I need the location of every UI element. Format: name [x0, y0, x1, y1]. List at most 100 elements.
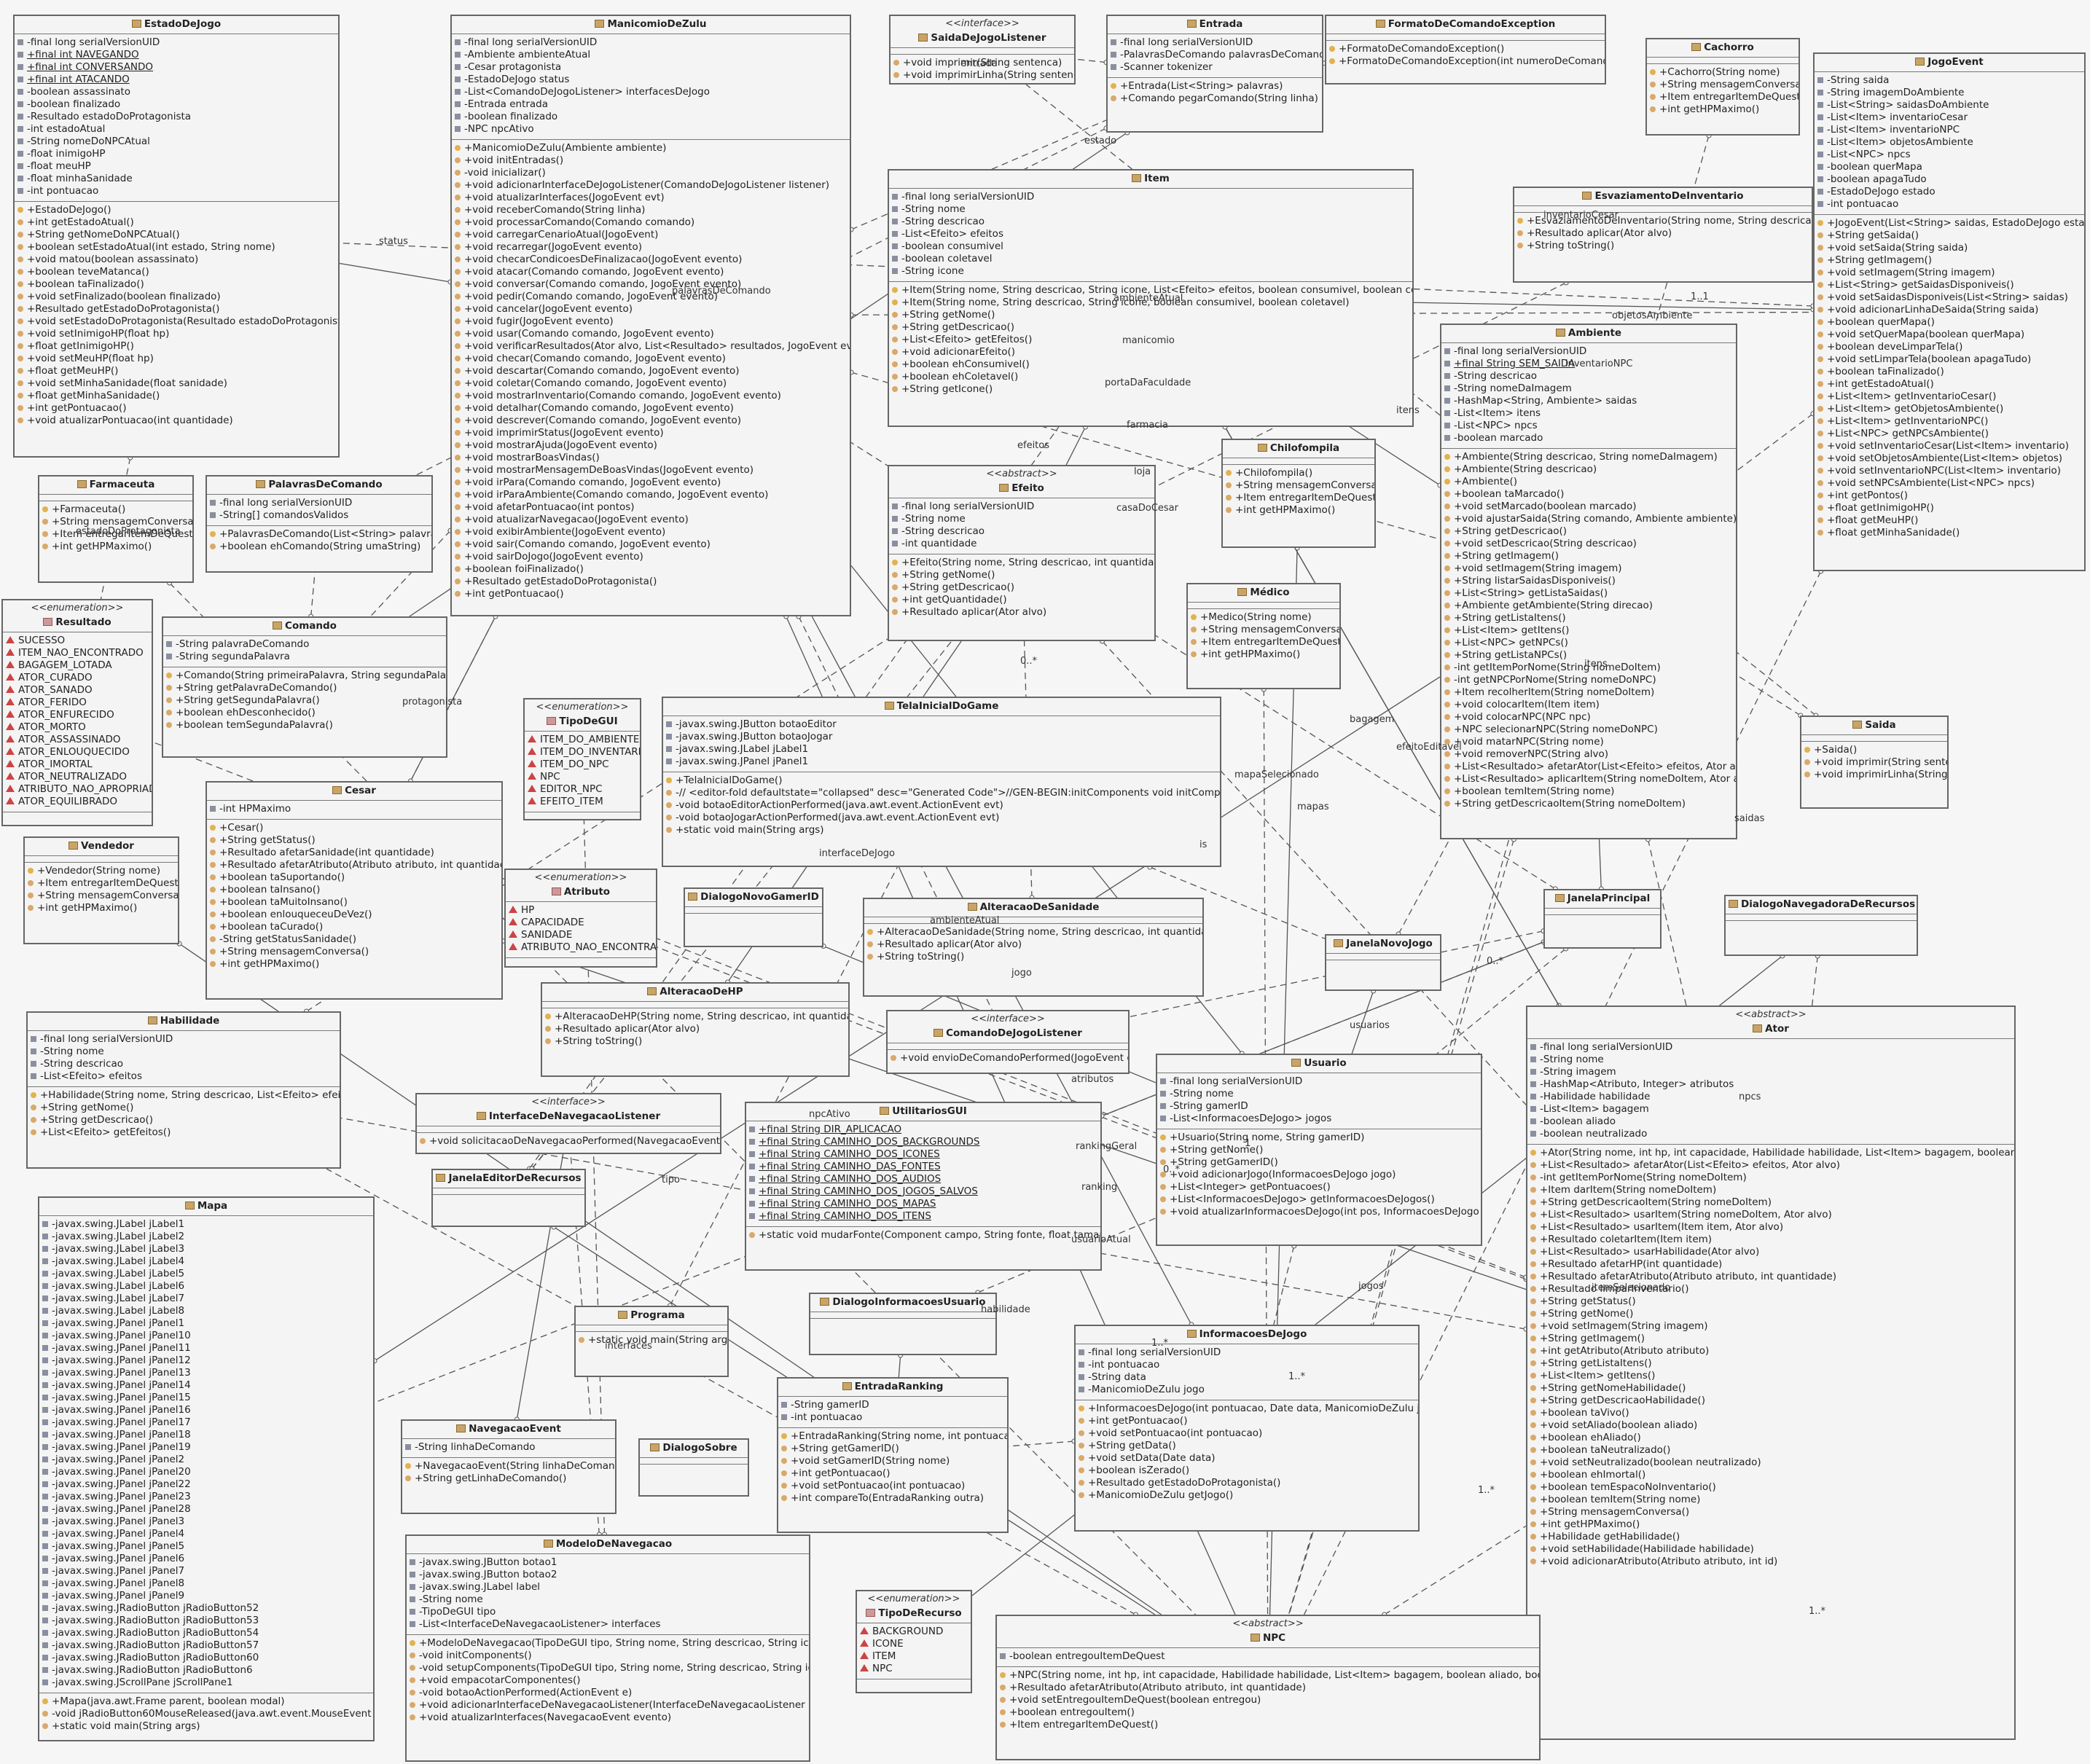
method-icon: [666, 790, 672, 796]
class-chilofompila[interactable]: Chilofompila+Chilofompila()+String mensa…: [1221, 439, 1376, 548]
class-informacoesdejogo[interactable]: InformacoesDeJogo-final long serialVersi…: [1074, 1325, 1420, 1532]
attribute-row: -int pontuacao: [1079, 1359, 1415, 1371]
class-palavrasdecomando[interactable]: PalavrasDeComando-final long serialVersi…: [206, 475, 433, 573]
class-saidadejogolistener[interactable]: <<interface>>SaidaDeJogoListener+void im…: [889, 15, 1076, 85]
method-icon: [666, 815, 672, 820]
member-text: -javax.swing.JPanel jPanel5: [52, 1540, 185, 1552]
class-entradaranking[interactable]: EntradaRanking-String gamerID-int pontua…: [777, 1377, 1009, 1533]
operations-compartment: +AlteracaoDeHP(String nome, String descr…: [542, 1008, 848, 1051]
field-icon: [42, 1543, 48, 1549]
operations-compartment: [810, 1319, 995, 1325]
operation-row: +String getImagem(): [1444, 550, 1733, 562]
field-icon: [17, 52, 23, 58]
member-text: +Ambiente(String descricao): [1454, 463, 1597, 475]
class-telainicialdogame[interactable]: TelaInicialDoGame-javax.swing.JButton bo…: [662, 697, 1221, 867]
class-esvaziamentodeinventario[interactable]: EsvaziamentoDeInventario+EsvaziamentoDeI…: [1513, 187, 1813, 283]
member-text: +void setInimigoHP(float hp): [27, 328, 170, 340]
class-entrada[interactable]: Entrada-final long serialVersionUID-Pala…: [1106, 15, 1323, 133]
method-icon: [1817, 245, 1823, 251]
class-dialogonovogamerid[interactable]: DialogoNovoGamerID: [684, 887, 823, 947]
association-label: usuarios: [1350, 1020, 1390, 1031]
class-cachorro[interactable]: Cachorro+Cachorro(String nome)+String me…: [1645, 38, 1800, 136]
class-interfacedenavegacaolistener[interactable]: <<interface>>InterfaceDeNavegacaoListene…: [415, 1093, 721, 1154]
class-mapa[interactable]: Mapa-javax.swing.JLabel jLabel1-javax.sw…: [38, 1196, 375, 1741]
operation-row: +float getMeuHP(): [1817, 514, 2081, 527]
attributes-compartment: [39, 495, 192, 501]
operation-row: +void mostrarAjuda(JogoEvent evento): [455, 439, 847, 452]
class-saida[interactable]: Saida+Saida()+void imprimir(String sente…: [1800, 716, 1949, 809]
member-text: +void cancelar(JogoEvent evento): [464, 303, 633, 315]
method-icon: [17, 331, 23, 337]
class-item[interactable]: Item-final long serialVersionUID-String …: [888, 169, 1414, 427]
attributes-compartment: -final long serialVersionUID+final int N…: [15, 34, 338, 202]
member-text: +FormatoDeComandoException(): [1339, 43, 1505, 55]
class-navegacaoevent[interactable]: NavegacaoEvent-String linhaDeComando+Nav…: [401, 1419, 617, 1514]
member-text: -javax.swing.JLabel jLabel1: [52, 1218, 185, 1230]
class-npc[interactable]: <<abstract>>NPC-boolean entregouItemDeQu…: [995, 1615, 1541, 1760]
operation-row: +String getLinhaDeComando(): [405, 1473, 612, 1485]
class-ator[interactable]: <<abstract>>Ator-final long serialVersio…: [1526, 1006, 2016, 1740]
member-text: +String getNome(): [40, 1102, 134, 1113]
member-text: -javax.swing.JPanel jPanel17: [52, 1416, 191, 1428]
class-alteracaodehp[interactable]: AlteracaoDeHP+AlteracaoDeHP(String nome,…: [541, 982, 850, 1077]
attribute-row: -javax.swing.JButton botaoEditor: [666, 718, 1217, 731]
class-dialogonavegadoraderecursos[interactable]: DialogoNavegadoraDeRecursos: [1724, 895, 1918, 956]
method-icon: [1817, 319, 1823, 325]
attribute-row: -javax.swing.JPanel jPanel20: [42, 1466, 370, 1478]
class-efeito[interactable]: <<abstract>>Efeito-final long serialVers…: [888, 465, 1156, 641]
class-name: InterfaceDeNavegacaoListener: [417, 1108, 720, 1126]
member-text: -int getNPCPorNome(String nomeDoNPC): [1454, 674, 1656, 686]
class-ambiente[interactable]: Ambiente-final long serialVersionUID+fin…: [1440, 324, 1737, 839]
class-habilidade[interactable]: Habilidade-final long serialVersionUID-S…: [26, 1011, 341, 1169]
class-vendedor[interactable]: Vendedor+Vendedor(String nome)+Item entr…: [23, 836, 179, 944]
class-alteracaodesanidade[interactable]: AlteracaoDeSanidade+AlteracaoDeSanidade(…: [863, 898, 1204, 997]
class-dialogosobre[interactable]: DialogoSobre: [638, 1438, 749, 1497]
class-farmaceuta[interactable]: Farmaceuta+Farmaceuta()+String mensagemC…: [38, 475, 194, 583]
field-icon: [17, 151, 23, 157]
operation-row: +Resultado afetarSanidade(int quantidade…: [210, 847, 498, 859]
operation-row: +List<Item> getInventarioCesar(): [1817, 391, 2081, 403]
field-icon: [17, 188, 23, 194]
class-janelaprincipal[interactable]: JanelaPrincipal: [1543, 889, 1662, 949]
operation-row: +Resultado getEstadoDoProtagonista(): [1079, 1477, 1415, 1489]
operation-row: +String getImagem(): [1530, 1333, 2011, 1345]
class-jogoevent[interactable]: JogoEvent-String saida-String imagemDoAm…: [1813, 52, 2086, 571]
member-text: +void sair(Comando comando, JogoEvent ev…: [464, 538, 711, 550]
method-icon: [867, 954, 873, 960]
method-icon: [42, 506, 48, 512]
field-icon: [17, 138, 23, 144]
class-estadodejogo[interactable]: EstadoDeJogo-final long serialVersionUID…: [13, 15, 340, 458]
field-icon: [410, 1596, 415, 1602]
class-usuario[interactable]: Usuario-final long serialVersionUID-Stri…: [1156, 1054, 1482, 1246]
class-janelanovojogo[interactable]: JanelaNovoJogo: [1325, 934, 1441, 991]
class-name: Ator: [1527, 1021, 2014, 1039]
association-line: [1436, 948, 1567, 1054]
class-programa[interactable]: Programa+static void main(String args): [574, 1306, 729, 1377]
member-text: +EsvaziamentoDeInventario(String nome, S…: [1527, 215, 1813, 227]
class-comandodejogolistener[interactable]: <<interface>>ComandoDeJogoListener+void …: [886, 1010, 1130, 1074]
class-medico[interactable]: Médico+Medico(String nome)+String mensag…: [1186, 583, 1341, 689]
class-janelaeditorderecursos[interactable]: JanelaEditorDeRecursos: [431, 1169, 586, 1227]
operation-row: +String getListaItens(): [1444, 612, 1733, 624]
class-cesar[interactable]: Cesar-int HPMaximo+Cesar()+String getSta…: [206, 781, 503, 1000]
field-icon: [17, 163, 23, 169]
method-icon: [1530, 1459, 1536, 1465]
class-modelodenavegacao[interactable]: ModeloDeNavegacao-javax.swing.JButton bo…: [405, 1534, 810, 1762]
class-manicomiodezulu[interactable]: ManicomioDeZulu-final long serialVersion…: [450, 15, 851, 616]
class-name-text: Ator: [1765, 1023, 1789, 1035]
class-formatodecomandoexception[interactable]: FormatoDeComandoException+FormatoDeComan…: [1325, 15, 1606, 85]
association-label: ambienteAtual: [930, 915, 1000, 926]
field-icon: [42, 1642, 48, 1648]
association-line: [310, 572, 316, 617]
class-dialogoinformacoesusuario[interactable]: DialogoInformacoesUsuario: [809, 1293, 997, 1355]
method-icon: [1530, 1410, 1536, 1416]
method-icon: [1111, 95, 1116, 101]
class-utilitariosgui[interactable]: UtilitariosGUI+final String DIR_APLICACA…: [745, 1102, 1102, 1271]
member-text: +EstadoDeJogo(): [27, 204, 111, 216]
operation-row: +String getImagem(): [1817, 254, 2081, 267]
class-comando[interactable]: Comando-String palavraDeComando-String s…: [162, 616, 447, 758]
